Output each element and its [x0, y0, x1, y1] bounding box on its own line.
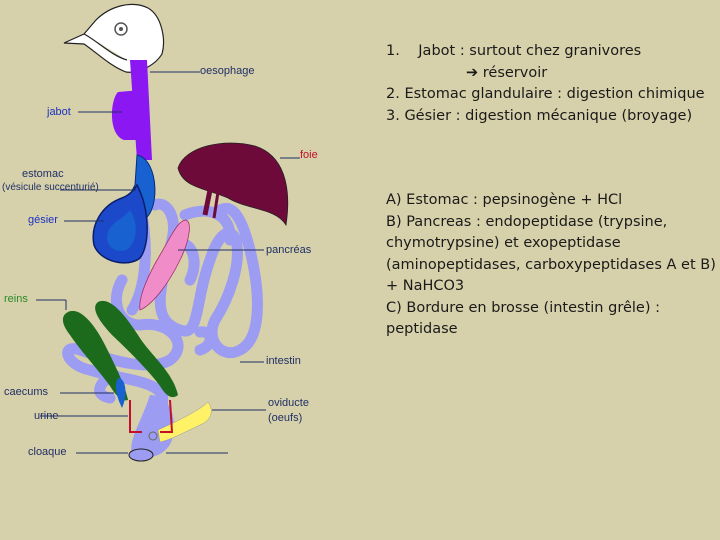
- jabot-shape: [111, 90, 142, 140]
- note-b-line4: + NaHCO3: [386, 278, 465, 294]
- label-urine: urine: [34, 410, 58, 422]
- note-b-line3: (aminopeptidases, carboxypeptidases A et…: [386, 256, 716, 273]
- notes-enzymes: A) Estomac : pepsinogène + HCl B) Pancre…: [386, 190, 716, 341]
- note-item-3: 3. Gésier : digestion mécanique (broyage…: [386, 107, 693, 124]
- note-b-line1: B) Pancreas : endopeptidase (trypsine,: [386, 213, 668, 230]
- note-item-1-number: 1.: [386, 43, 400, 59]
- note-item-1: 1. Jabot : surtout chez granivores: [386, 41, 705, 63]
- label-gesier: gésier: [28, 214, 58, 226]
- label-foie: foie: [300, 149, 318, 161]
- note-item-2: 2. Estomac glandulaire : digestion chimi…: [386, 86, 705, 102]
- label-intestin: intestin: [266, 355, 301, 367]
- label-oviducte: oviducte: [268, 397, 309, 409]
- note-c-line2: peptidase: [386, 321, 458, 337]
- arrow-right-icon: ➔: [466, 64, 479, 81]
- note-a: A) Estomac : pepsinogène + HCl: [386, 192, 623, 208]
- label-cloaque: cloaque: [28, 446, 67, 458]
- note-item-1-arrow-text: réservoir: [482, 64, 548, 81]
- note-item-1-text: Jabot : surtout chez granivores: [418, 43, 642, 59]
- note-c-line1: C) Bordure en brosse (intestin grêle) :: [386, 299, 660, 316]
- bird-eye: [114, 22, 128, 36]
- caecum-shape: [115, 378, 126, 408]
- rein-left: [62, 310, 128, 401]
- label-jabot: jabot: [46, 106, 71, 118]
- note-b-line2: chymotrypsine) et exopeptidase: [386, 235, 621, 251]
- label-caecums: caecums: [4, 386, 49, 398]
- label-estomac: estomac: [22, 168, 64, 180]
- cloaque-shape: [131, 395, 174, 459]
- notes-organs: 1. Jabot : surtout chez granivores ➔ rés…: [386, 41, 705, 127]
- label-oesophage: oesophage: [200, 65, 254, 77]
- bird-head: [63, 3, 165, 73]
- rein-right: [95, 300, 178, 398]
- digestive-system-diagram: oesophage jabot foie estomac (vésicule s…: [2, 3, 318, 462]
- label-pancreas: pancréas: [266, 244, 312, 256]
- note-item-1-arrow-line: ➔ réservoir: [386, 63, 705, 85]
- label-vesicule: (vésicule succenturié): [2, 182, 99, 193]
- label-oeufs: (oeufs): [268, 412, 302, 424]
- pancreas-shape: [139, 219, 190, 311]
- label-reins: reins: [4, 293, 28, 305]
